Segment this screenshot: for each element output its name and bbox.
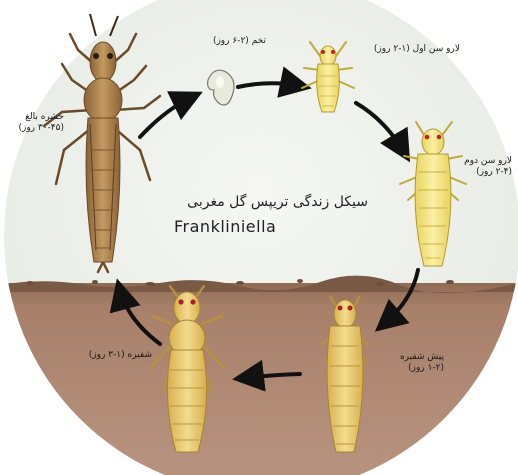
soil-background: [0, 283, 518, 475]
prepupa-duration: (۱-۲ روز): [372, 363, 444, 374]
larva1-duration: (۱-۲ روز): [374, 44, 410, 54]
egg-duration: (۲-۶ روز): [213, 36, 249, 46]
adult-label: حشره بالغ (۳۰-۴۵ روز): [2, 112, 64, 134]
larva1-name: لارو سن اول: [413, 44, 460, 54]
diagram-title-persian: سیکل زندگی تریپس گل مغربی: [168, 194, 368, 210]
pupa-name: شفیره: [128, 350, 153, 360]
adult-duration: (۳۰-۴۵ روز): [2, 123, 64, 134]
pupa-label: شفیره (۱-۳ روز): [66, 350, 152, 361]
larva2-name: لارو سن دوم: [446, 156, 512, 167]
larva2-label: لارو سن دوم (۲-۴ روز): [446, 156, 512, 178]
egg-label: تخم (۲-۶ روز): [206, 36, 266, 47]
larva2-duration: (۲-۴ روز): [446, 167, 512, 178]
egg-name: تخم: [252, 36, 266, 46]
adult-name: حشره بالغ: [2, 112, 64, 123]
larva1-label: لارو سن اول (۱-۲ روز): [350, 44, 460, 55]
diagram-title-latin: Frankliniella: [174, 217, 276, 236]
pupa-duration: (۱-۳ روز): [89, 350, 125, 360]
prepupa-name: پیش شفیره: [372, 352, 444, 363]
prepupa-label: پیش شفیره (۱-۲ روز): [372, 352, 444, 374]
